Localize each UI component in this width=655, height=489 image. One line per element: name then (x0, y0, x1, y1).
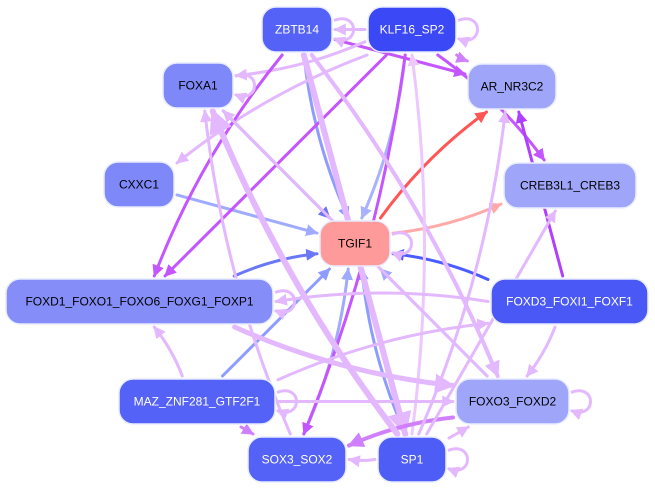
node-label: FOXD1_FOXO1_FOXO6_FOXG1_FOXP1 (25, 295, 253, 309)
node-cxxc1[interactable]: CXXC1 (103, 161, 175, 208)
node-label: MAZ_ZNF281_GTF2F1 (134, 395, 261, 409)
node-maz-znf281-gtf2f1[interactable]: MAZ_ZNF281_GTF2F1 (118, 378, 276, 425)
self-loops-layer (233, 17, 592, 478)
self-loop-maz-znf281-gtf2f1 (275, 389, 298, 420)
node-label: ZBTB14 (275, 23, 319, 37)
edge-foxd3-foxi1-foxf1-to-foxo3-foxd2 (525, 325, 557, 378)
node-klf16-sp2[interactable]: KLF16_SP2 (367, 6, 457, 53)
node-label: AR_NR3C2 (481, 80, 544, 94)
edge-tgif1-to-ar-nr3c2 (379, 110, 488, 220)
node-foxd1-foxo1-foxo6-foxg1-foxp1[interactable]: FOXD1_FOXO1_FOXO6_FOXG1_FOXP1 (5, 278, 274, 325)
edge-cxxc1-to-tgif1 (175, 193, 319, 237)
edge-zbtb14-to-foxd1-foxo1-foxo6-foxg1-foxp1 (152, 53, 284, 278)
node-label: SP1 (401, 453, 424, 467)
edge-sp1-to-creb3l1-creb3 (425, 209, 557, 436)
nodes-layer: ZBTB14 KLF16_SP2 FOXA1 AR_NR3C2 CXXC1 CR… (5, 6, 649, 483)
self-loop-zbtb14 (332, 17, 355, 48)
node-label: CREB3L1_CREB3 (520, 179, 620, 193)
node-tgif1[interactable]: TGIF1 (319, 220, 391, 267)
node-zbtb14[interactable]: ZBTB14 (261, 6, 333, 53)
node-label: FOXD3_FOXI1_FOXF1 (506, 295, 633, 309)
node-foxa1[interactable]: FOXA1 (162, 62, 234, 109)
node-creb3l1-creb3[interactable]: CREB3L1_CREB3 (503, 162, 637, 209)
edge-maz-znf281-gtf2f1-to-foxd1-foxo1-foxo6-foxg1-foxp1 (152, 325, 184, 378)
edge-foxo3-foxd2-to-sox3-sox2 (347, 415, 455, 448)
self-loop-foxa1 (233, 73, 256, 104)
node-sox3-sox2[interactable]: SOX3_SOX2 (247, 436, 347, 483)
node-ar-nr3c2[interactable]: AR_NR3C2 (467, 63, 557, 110)
edge-klf16-sp2-to-ar-nr3c2 (455, 51, 469, 63)
edge-foxd1-foxo1-foxo6-foxg1-foxp1-to-tgif1 (232, 248, 319, 278)
edge-sp1-to-foxo3-foxd2 (447, 425, 470, 440)
node-label: TGIF1 (338, 237, 372, 251)
self-loop-sp1 (446, 447, 469, 478)
edge-klf16-sp2-to-cxxc1 (175, 53, 369, 165)
self-loop-foxd1-foxo1-foxo6-foxg1-foxp1 (273, 289, 296, 320)
edge-sp1-to-klf16-sp2 (407, 53, 426, 436)
node-sp1[interactable]: SP1 (377, 436, 447, 483)
edge-maz-znf281-gtf2f1-to-tgif1 (221, 267, 331, 378)
edge-maz-znf281-gtf2f1-to-sox3-sox2 (239, 423, 255, 436)
edge-zbtb14-to-ar-nr3c2 (333, 38, 467, 78)
node-label: FOXA1 (178, 79, 218, 93)
self-loop-klf16-sp2 (456, 17, 479, 48)
node-label: SOX3_SOX2 (262, 453, 333, 467)
node-label: CXXC1 (119, 178, 159, 192)
self-loop-tgif1 (390, 231, 413, 262)
edge-sp1-to-sox3-sox2 (347, 455, 377, 468)
edge-foxd1-foxo1-foxo6-foxg1-foxp1-to-foxo3-foxd2 (232, 324, 456, 394)
node-label: KLF16_SP2 (380, 23, 445, 37)
node-foxo3-foxd2[interactable]: FOXO3_FOXD2 (455, 378, 570, 425)
edge-klf16-sp2-to-foxa1 (234, 40, 367, 81)
node-label: FOXO3_FOXD2 (469, 395, 557, 409)
edge-sp1-to-foxa1 (209, 108, 401, 437)
self-loop-foxo3-foxd2 (569, 389, 592, 420)
node-foxd3-foxi1-foxf1[interactable]: FOXD3_FOXI1_FOXF1 (490, 278, 649, 325)
edge-maz-znf281-gtf2f1-to-foxd3-foxi1-foxf1 (276, 318, 490, 382)
